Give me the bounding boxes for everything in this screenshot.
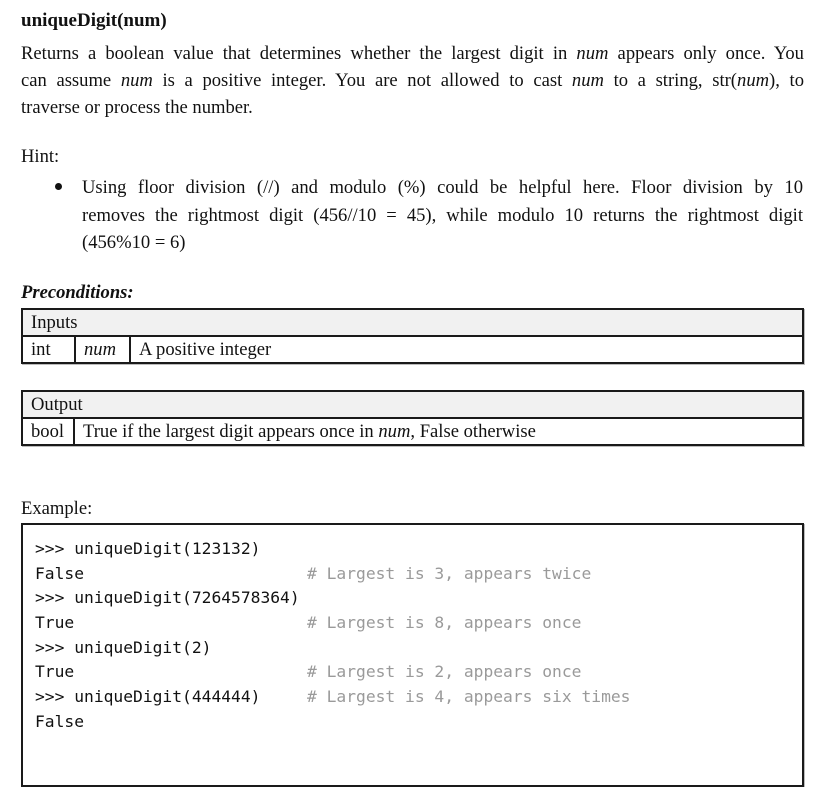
table-row: int num A positive integer <box>21 335 804 364</box>
table-row: bool True if the largest digit appears o… <box>21 417 804 446</box>
bullet-icon <box>55 183 62 190</box>
code-comment: # Largest is 8, appears once <box>307 613 582 633</box>
inputs-table-header-row: Inputs <box>21 308 804 337</box>
output-table-header-row: Output <box>21 390 804 419</box>
text-run: Returns a boolean value that determines … <box>21 43 577 64</box>
code-comment: # Largest is 3, appears twice <box>307 563 592 583</box>
input-type-cell: int <box>21 335 76 364</box>
hint-bullet: Using floor division (//) and modulo (%)… <box>82 174 803 257</box>
text-run: ), to <box>769 70 804 91</box>
hint-line: Using floor division (//) and modulo (%)… <box>82 177 803 198</box>
code-text: >>> uniqueDigit(123132) <box>35 539 261 558</box>
code-line: False <box>35 710 300 735</box>
inputs-table: Inputs int num A positive integer <box>21 308 804 364</box>
text-run: appears only once. You <box>608 43 804 64</box>
hint-line: (456%10 = 6) <box>82 232 186 253</box>
code-text: >>> uniqueDigit(7264578364) <box>35 588 300 608</box>
code-line: True # Largest is 8, appears once <box>35 611 581 636</box>
text-run: True if the largest digit appears once i… <box>83 420 379 442</box>
code-comment: # Largest is 2, appears once <box>307 662 582 682</box>
code-text: >>> uniqueDigit(2) <box>35 637 212 657</box>
description-line: can assume num is a positive integer. Yo… <box>21 67 804 94</box>
output-description-cell: True if the largest digit appears once i… <box>73 417 804 446</box>
text-run: to a string, str( <box>603 70 738 91</box>
output-table: Output bool True if the largest digit ap… <box>21 390 804 446</box>
input-name-cell: num <box>74 335 131 364</box>
code-text: True <box>35 613 75 633</box>
code-text: False <box>35 711 85 731</box>
variable-name: num <box>737 70 770 91</box>
description-line: traverse or process the number. <box>21 94 804 121</box>
input-description-cell: A positive integer <box>129 335 804 364</box>
example-code-block: >>> uniqueDigit(123132) False # Largest i… <box>21 523 804 787</box>
variable-name: num <box>120 70 153 91</box>
text-run: can assume <box>21 70 121 91</box>
variable-name: num <box>576 43 609 64</box>
description-paragraph: Returns a boolean value that determines … <box>21 40 804 121</box>
code-text: False <box>35 563 85 583</box>
text-run: traverse or process the number. <box>21 97 253 118</box>
variable-name: num <box>378 420 411 442</box>
code-line: >>> uniqueDigit(7264578364) <box>35 586 300 611</box>
hint-label: Hint: <box>21 146 60 167</box>
output-type-cell: bool <box>21 417 75 446</box>
code-line: True # Largest is 2, appears once <box>35 660 581 685</box>
code-text: True <box>35 662 75 682</box>
code-lines: >>> uniqueDigit(123132) False # Largest i… <box>35 537 630 735</box>
text-run: is a positive integer. You are not allow… <box>152 70 572 91</box>
code-line: >>> uniqueDigit(2) <box>35 636 300 661</box>
inputs-header: Inputs <box>21 308 804 337</box>
code-line: >>> uniqueDigit(123132) <box>35 537 300 562</box>
function-title: uniqueDigit(num) <box>21 10 167 31</box>
description-line: Returns a boolean value that determines … <box>21 40 804 67</box>
text-run: , False otherwise <box>410 420 536 442</box>
output-header: Output <box>21 390 804 419</box>
hint-line: removes the rightmost digit (456//10 = 4… <box>82 204 803 226</box>
code-comment: # Largest is 4, appears six times <box>307 687 631 707</box>
example-label: Example: <box>21 498 93 519</box>
code-line: False # Largest is 3, appears twice <box>35 562 591 587</box>
code-text: >>> uniqueDigit(444444) <box>35 687 261 707</box>
code-line: >>> uniqueDigit(444444) # Largest is 4, a… <box>35 685 630 710</box>
variable-name: num <box>571 70 604 91</box>
preconditions-heading: Preconditions: <box>21 282 134 303</box>
